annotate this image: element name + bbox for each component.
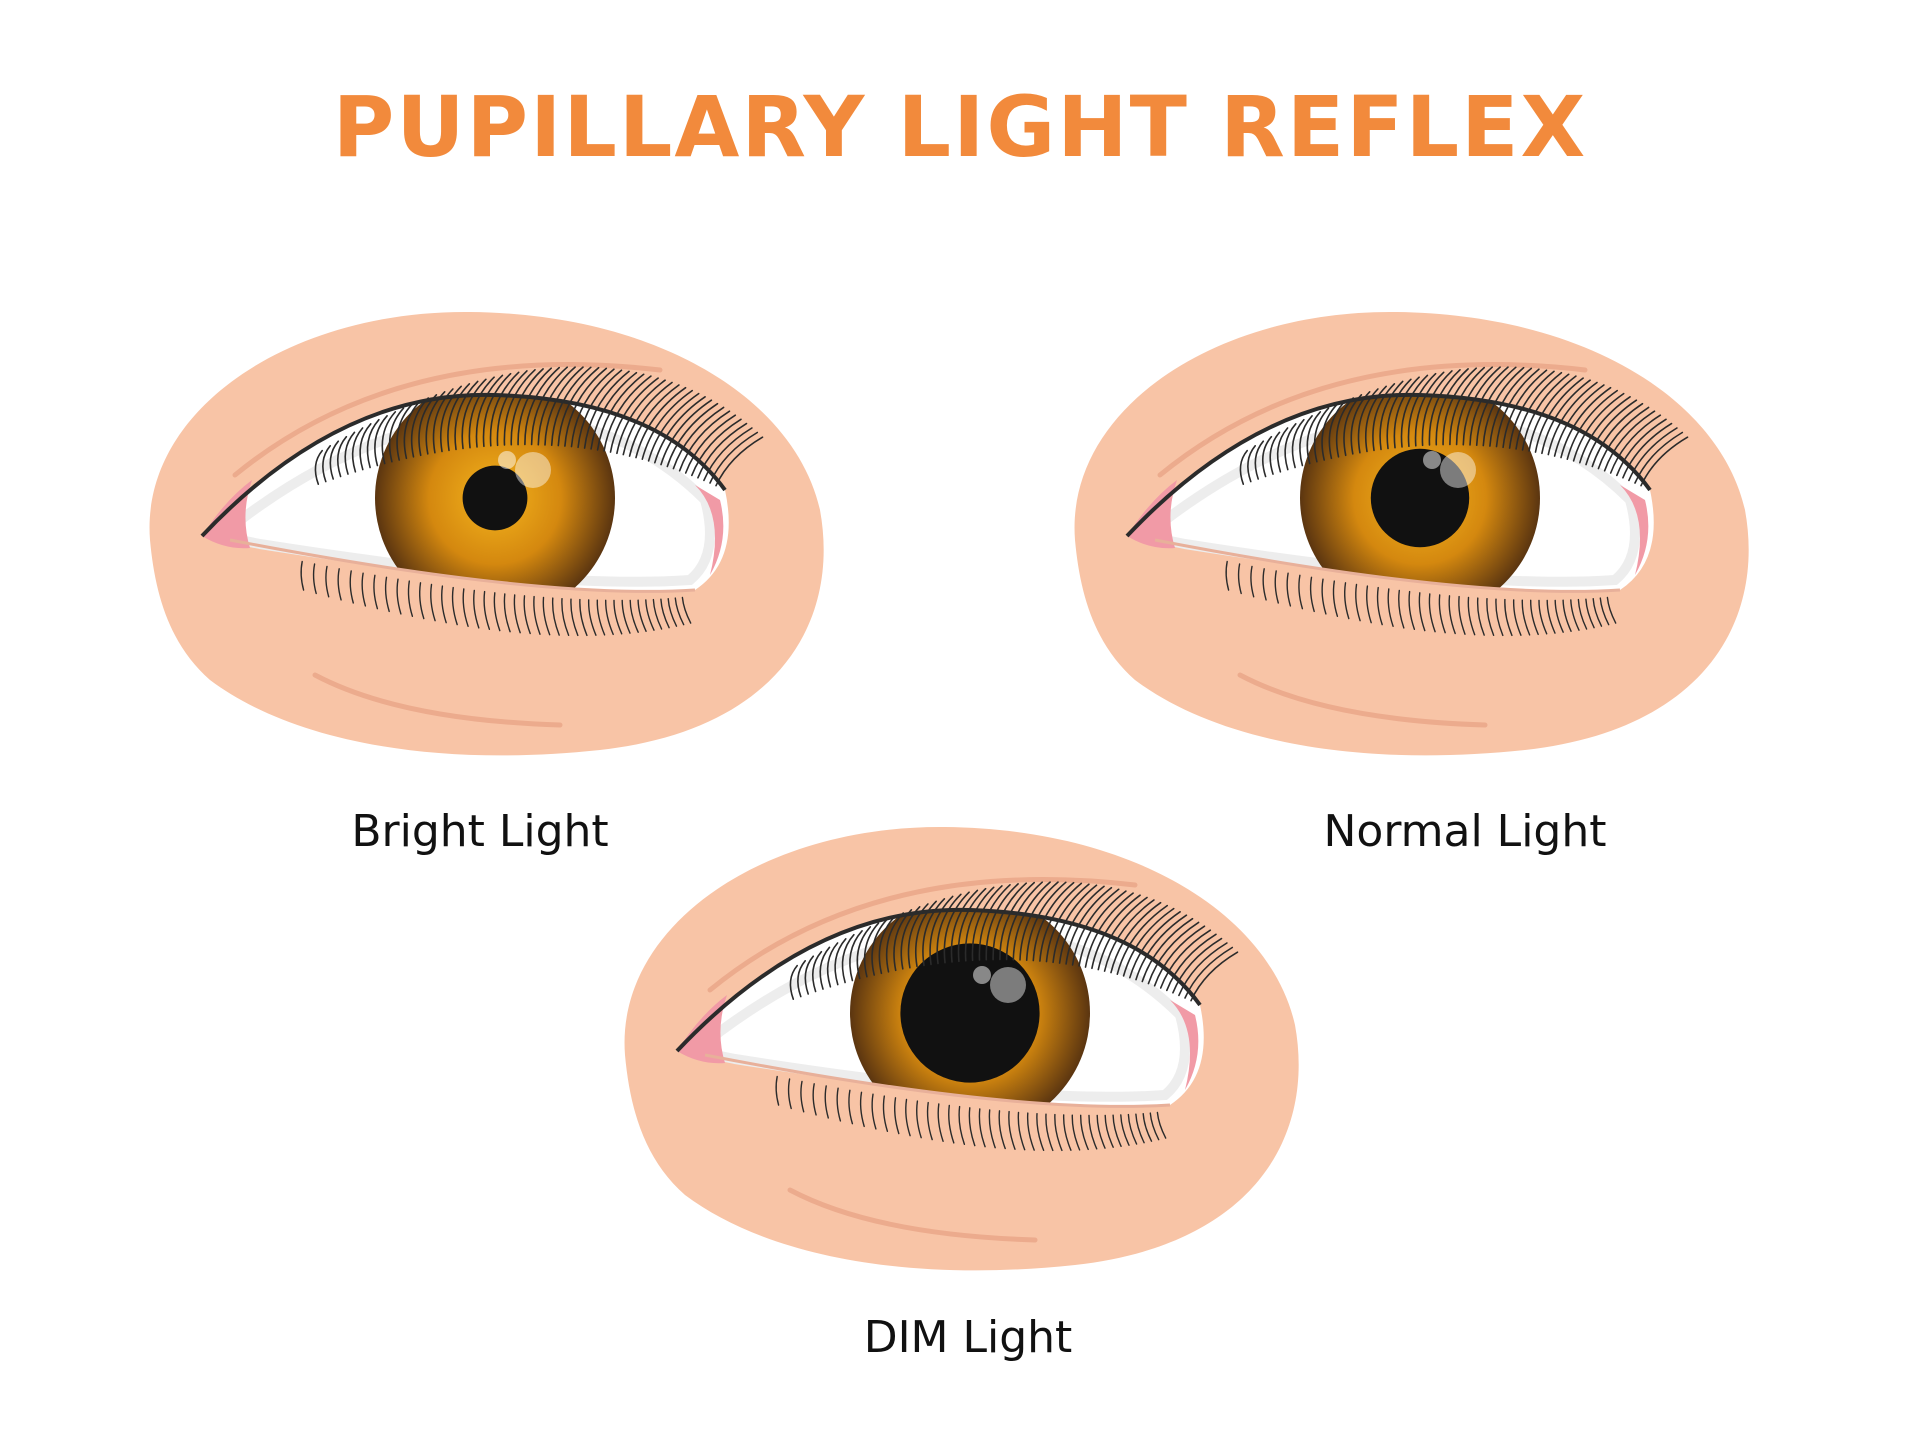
lower-lashes: [300, 560, 692, 637]
highlight: [973, 966, 991, 984]
eye-bright-light: [140, 300, 860, 760]
caption-normal-light: Normal Light: [1323, 806, 1607, 857]
lower-lashes: [775, 1075, 1167, 1152]
highlight: [1440, 452, 1476, 488]
upper-lashes: [1239, 366, 1689, 487]
highlight: [1423, 451, 1441, 469]
lower-crease: [1237, 672, 1488, 728]
eye-illustration: [1074, 311, 1749, 756]
lid-crease: [232, 362, 663, 478]
eye-dim-light: [615, 815, 1335, 1275]
lid-crease: [1157, 362, 1588, 478]
lower-lid-line: [229, 538, 696, 593]
eye-normal-light: [1065, 300, 1785, 760]
lid-crease: [707, 877, 1138, 993]
lower-lashes: [1225, 560, 1617, 637]
caption-dim-light: DIM Light: [863, 1312, 1073, 1363]
outer-corner: [1170, 1000, 1199, 1090]
lower-lid-line: [704, 1053, 1171, 1108]
diagram-title: PUPILLARY LIGHT REFLEX: [332, 78, 1588, 176]
pupil: [1370, 448, 1470, 548]
pupil: [462, 465, 528, 531]
eye-illustration: [149, 311, 824, 756]
highlight: [498, 451, 516, 469]
lower-lid-line: [1154, 538, 1621, 593]
lower-crease: [787, 1187, 1038, 1243]
outer-corner: [695, 485, 724, 575]
highlight: [990, 967, 1026, 1003]
eye-illustration: [624, 826, 1299, 1271]
outer-corner: [1620, 485, 1649, 575]
lower-crease: [312, 672, 563, 728]
pupil: [900, 943, 1040, 1083]
upper-lashes: [314, 366, 764, 487]
highlight: [515, 452, 551, 488]
upper-lashes: [789, 881, 1239, 1002]
caption-bright-light: Bright Light: [351, 806, 609, 857]
